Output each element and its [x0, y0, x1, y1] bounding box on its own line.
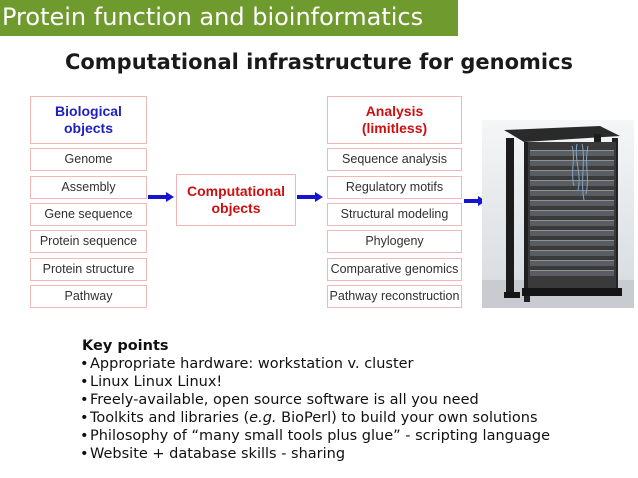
key-point-text: Philosophy of “many small tools plus glu… — [90, 428, 551, 444]
key-point-item: Appropriate hardware: workstation v. clu… — [82, 355, 550, 373]
biological-objects-heading: Biological objects — [30, 96, 147, 144]
left-item-protein-sequence: Protein sequence — [30, 230, 147, 253]
key-point-text: Appropriate hardware: workstation v. clu… — [90, 356, 414, 372]
key-point-text: Freely-available, open source software i… — [90, 392, 479, 408]
heading-line: Analysis — [365, 103, 424, 119]
left-item-pathway: Pathway — [30, 285, 147, 308]
key-point-item: Freely-available, open source software i… — [82, 391, 550, 409]
key-point-text: Toolkits and libraries ( — [90, 410, 250, 426]
left-item-protein-structure: Protein structure — [30, 258, 147, 281]
heading-line: Computational — [187, 183, 285, 199]
header-title: Protein function and bioinformatics — [2, 3, 424, 31]
left-item-assembly: Assembly — [30, 176, 147, 199]
heading-line: Biological — [55, 103, 122, 119]
left-item-genome: Genome — [30, 148, 147, 171]
right-item-phylogeny: Phylogeny — [327, 230, 462, 253]
key-points-heading: Key points — [82, 338, 169, 354]
right-item-pathway-reconstruction: Pathway reconstruction — [327, 285, 462, 308]
key-points: Key points Appropriate hardware: worksta… — [82, 337, 550, 463]
heading-line: objects — [63, 120, 113, 136]
server-rack-cluster-photo — [482, 120, 634, 308]
left-item-gene-sequence: Gene sequence — [30, 203, 147, 226]
slide-title: Computational infrastructure for genomic… — [64, 50, 574, 74]
header-bar: Protein function and bioinformatics — [0, 0, 458, 36]
key-point-text: Linux Linux Linux! — [90, 374, 223, 390]
heading-line: objects — [211, 200, 261, 216]
key-point-item: Toolkits and libraries (e.g. BioPerl) to… — [82, 409, 550, 427]
right-item-comparative-genomics: Comparative genomics — [327, 258, 462, 281]
key-point-text: e.g. — [249, 410, 277, 426]
right-arrow-icon — [297, 192, 323, 202]
right-item-structural-modeling: Structural modeling — [327, 203, 462, 226]
computational-objects-box: Computational objects — [176, 174, 296, 226]
right-arrow-icon — [148, 192, 174, 202]
key-point-text: BioPerl) to build your own solutions — [276, 410, 538, 426]
right-item-sequence-analysis: Sequence analysis — [327, 148, 462, 171]
key-point-item: Website + database skills - sharing — [82, 445, 550, 463]
right-item-regulatory-motifs: Regulatory motifs — [327, 176, 462, 199]
key-point-item: Philosophy of “many small tools plus glu… — [82, 427, 550, 445]
key-point-item: Linux Linux Linux! — [82, 373, 550, 391]
key-point-text: Website + database skills - sharing — [90, 446, 346, 462]
key-points-list: Appropriate hardware: workstation v. clu… — [82, 355, 550, 463]
analysis-heading: Analysis (limitless) — [327, 96, 462, 144]
heading-line: (limitless) — [361, 120, 428, 136]
